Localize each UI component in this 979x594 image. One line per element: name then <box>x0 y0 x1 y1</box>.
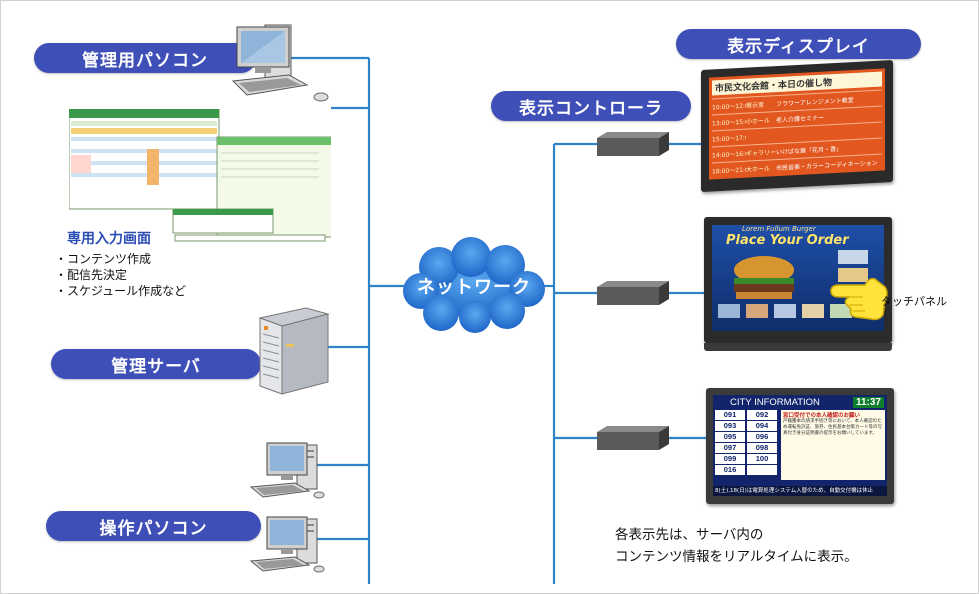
order-display: Lorem Fullum Burger Place Your Order <box>704 217 892 351</box>
display-label: 表示ディスプレイ <box>676 29 921 59</box>
event-room: 展示室 <box>746 101 765 110</box>
queue-number-row: 016 <box>715 465 777 475</box>
pointing-hand-icon <box>830 277 888 321</box>
touch-panel-label: タッチパネル <box>881 295 947 308</box>
event-room: ギャラリー <box>746 149 776 158</box>
entry-item-content: ・コンテンツ作成 <box>55 252 152 266</box>
event-time: 13:00～15:00 <box>712 118 746 128</box>
queue-number: 100 <box>747 454 777 464</box>
queue-number: 098 <box>747 443 777 453</box>
event-room: 小ホール <box>746 117 771 126</box>
entry-item-destination: ・配信先決定 <box>55 268 128 282</box>
event-time: 18:00～21:00 <box>712 166 746 176</box>
entry-item-schedule: ・スケジュール作成など <box>55 284 187 298</box>
queue-number <box>747 465 777 475</box>
management-server-label: 管理サーバ <box>51 349 261 379</box>
admin-pc-label: 管理用パソコン <box>34 43 256 73</box>
caption-line-2: コンテンツ情報をリアルタイムに表示。 <box>615 549 858 565</box>
caption-line-1: 各表示先は、サーバ内の <box>615 527 764 543</box>
queue-number: 097 <box>715 443 745 453</box>
city-info-ticker: 8(土),18(日)は電算処理システム入替のため、自動交付機は休止 <box>713 486 887 496</box>
event-room: 大ホール <box>746 165 771 174</box>
event-name: 市民音楽・カラーコーディネーション <box>776 159 878 173</box>
city-info-clock: 11:37 <box>852 396 884 408</box>
desktop-computer-icon <box>231 24 329 102</box>
queue-number: 099 <box>715 454 745 464</box>
network-label: ネットワーク <box>417 277 531 298</box>
city-info-title: CITY INFORMATION <box>730 396 820 408</box>
queue-number: 016 <box>715 465 745 475</box>
queue-number: 095 <box>715 432 745 442</box>
tower-server-icon <box>258 307 330 395</box>
queue-number: 096 <box>747 432 777 442</box>
burger-icon <box>718 250 868 318</box>
queue-number: 094 <box>747 421 777 431</box>
controller-box-icon <box>597 132 669 156</box>
controller-box-icon <box>597 426 669 450</box>
display-controller-label: 表示コントローラ <box>491 91 691 121</box>
entry-screen-title: 専用入力画面 <box>67 231 151 247</box>
event-time: 15:00～17:00 <box>712 134 746 144</box>
desktop-computer-icon <box>249 442 325 499</box>
queue-number: 092 <box>747 410 777 420</box>
desktop-computer-icon <box>249 516 325 573</box>
city-info-notice-title: 窓口受付での本人確認のお願い <box>783 413 861 419</box>
event-name <box>776 130 882 136</box>
queue-number: 091 <box>715 410 745 420</box>
event-time: 10:00～12:00 <box>712 102 746 112</box>
controller-box-icon <box>597 281 669 305</box>
operation-pc-label: 操作パソコン <box>46 511 261 541</box>
order-display-headline: Place Your Order <box>726 233 849 248</box>
event-room <box>746 136 776 138</box>
order-display-subtitle: Lorem Fullum Burger <box>742 225 816 233</box>
queue-number: 093 <box>715 421 745 431</box>
city-info-notice-body: 戸籍謄本の請求手続き等において、本人確認のため運転免許証、旅券、住民基本台帳カー… <box>783 419 882 436</box>
entry-screen-icon <box>69 109 331 242</box>
cloud-icon <box>403 237 545 333</box>
event-time: 14:00～16:00 <box>712 150 746 160</box>
